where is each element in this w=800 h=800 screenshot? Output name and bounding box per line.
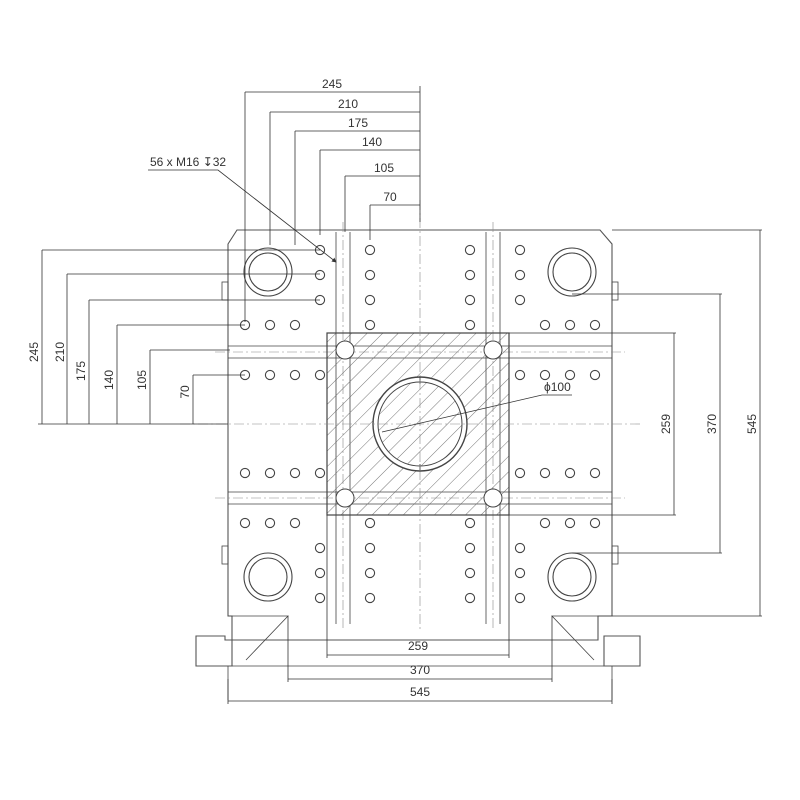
tie-bar-holes xyxy=(243,247,597,602)
threaded-hole xyxy=(264,319,276,331)
threaded-hole xyxy=(539,467,551,479)
threaded-hole xyxy=(364,244,376,256)
bottom-dim-label: 259 xyxy=(408,639,428,653)
right-dimensions xyxy=(509,229,762,617)
threaded-hole xyxy=(289,517,301,529)
bore-leader xyxy=(381,394,572,433)
threaded-hole xyxy=(564,369,576,381)
top-dim-label: 105 xyxy=(374,161,394,175)
threaded-hole xyxy=(364,567,376,579)
hole-spec-label: 56 x M16 ↧32 xyxy=(150,155,226,169)
threaded-hole xyxy=(364,319,376,331)
threaded-hole xyxy=(264,517,276,529)
threaded-hole xyxy=(314,269,326,281)
threaded-hole xyxy=(464,592,476,604)
top-dim-label: 245 xyxy=(322,77,342,91)
threaded-hole xyxy=(539,517,551,529)
threaded-hole xyxy=(514,369,526,381)
threaded-hole xyxy=(364,269,376,281)
bottom-dim-label: 545 xyxy=(410,685,430,699)
threaded-hole xyxy=(564,319,576,331)
left-dim-label: 210 xyxy=(53,342,67,362)
lug-right-top xyxy=(611,281,619,301)
threaded-hole xyxy=(514,567,526,579)
threaded-hole xyxy=(239,517,251,529)
threaded-hole xyxy=(364,542,376,554)
slot-corners xyxy=(335,340,503,508)
threaded-hole xyxy=(464,269,476,281)
threaded-hole xyxy=(514,294,526,306)
top-dim-label: 70 xyxy=(383,190,397,204)
threaded-hole xyxy=(289,467,301,479)
lug-right-bottom xyxy=(611,545,619,565)
threaded-hole xyxy=(314,369,326,381)
threaded-hole xyxy=(514,244,526,256)
threaded-hole xyxy=(464,542,476,554)
threaded-hole xyxy=(564,517,576,529)
threaded-hole xyxy=(289,369,301,381)
threaded-hole xyxy=(314,592,326,604)
threaded-hole xyxy=(364,517,376,529)
left-dim-label: 70 xyxy=(178,385,192,399)
left-dimensions xyxy=(38,249,320,425)
threaded-hole xyxy=(464,294,476,306)
threaded-hole xyxy=(539,319,551,331)
hole-spec-leader xyxy=(148,169,337,263)
threaded-hole xyxy=(539,369,551,381)
threaded-hole xyxy=(514,592,526,604)
threaded-hole xyxy=(364,592,376,604)
threaded-hole xyxy=(589,319,601,331)
left-dim-label: 105 xyxy=(135,370,149,390)
right-dim-label: 259 xyxy=(659,414,673,434)
lug-left-top xyxy=(221,281,229,301)
threaded-hole xyxy=(289,319,301,331)
threaded-hole xyxy=(464,244,476,256)
bottom-dimensions xyxy=(227,515,613,704)
threaded-hole xyxy=(514,467,526,479)
base-foot-left xyxy=(195,635,233,667)
threaded-hole xyxy=(589,369,601,381)
threaded-hole xyxy=(464,319,476,331)
top-dim-label: 210 xyxy=(338,97,358,111)
threaded-hole xyxy=(514,542,526,554)
center-bore-label: ϕ100 xyxy=(544,380,571,394)
threaded-hole xyxy=(239,467,251,479)
threaded-hole xyxy=(364,294,376,306)
threaded-hole xyxy=(514,269,526,281)
top-dimensions xyxy=(244,86,421,322)
threaded-hole xyxy=(564,467,576,479)
threaded-hole xyxy=(264,467,276,479)
left-dim-label: 175 xyxy=(74,361,88,381)
threaded-hole xyxy=(464,567,476,579)
base-foot-right xyxy=(603,635,641,667)
threaded-hole xyxy=(589,467,601,479)
right-dim-label: 545 xyxy=(745,414,759,434)
top-dim-label: 175 xyxy=(348,116,368,130)
threaded-hole xyxy=(264,369,276,381)
threaded-hole xyxy=(314,467,326,479)
threaded-hole xyxy=(314,542,326,554)
threaded-hole xyxy=(464,517,476,529)
top-dim-label: 140 xyxy=(362,135,382,149)
right-dim-label: 370 xyxy=(705,414,719,434)
bottom-dim-label: 370 xyxy=(410,663,430,677)
left-dim-label: 245 xyxy=(27,342,41,362)
threaded-hole xyxy=(589,517,601,529)
lug-left-bottom xyxy=(221,545,229,565)
threaded-hole xyxy=(314,567,326,579)
threaded-holes xyxy=(239,244,601,604)
left-dim-label: 140 xyxy=(102,370,116,390)
